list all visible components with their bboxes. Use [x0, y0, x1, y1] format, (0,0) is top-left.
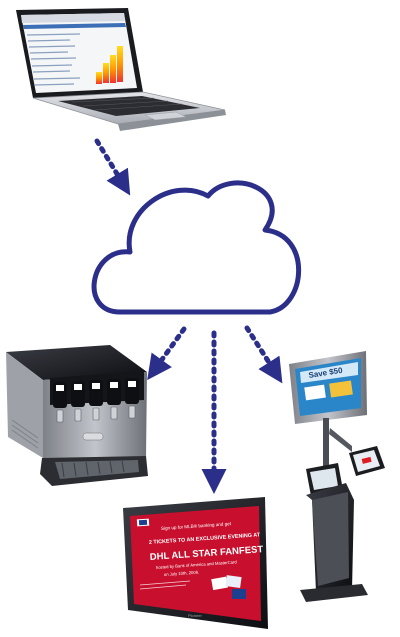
kiosk-icon: Save $50: [289, 351, 385, 602]
tv-line5: on July 10th, 2006.: [164, 570, 200, 577]
arrow-laptop-to-cloud: [94, 138, 131, 196]
display-icon: Sign up for MLB® banking and get 2 TICKE…: [123, 497, 268, 629]
arrows: [94, 138, 283, 494]
tv-line1: Sign up for MLB® banking and get: [161, 520, 232, 531]
arrow-cloud-to-dispenser: [147, 326, 187, 381]
dispenser-icon: [6, 345, 148, 486]
laptop-icon: [16, 8, 226, 131]
tv-line4: hosted by Bank of America and MasterCard: [156, 559, 238, 570]
arrow-cloud-to-kiosk: [244, 325, 283, 384]
tv-brand: Pioneer: [188, 613, 202, 618]
cloud-icon: [91, 180, 301, 315]
